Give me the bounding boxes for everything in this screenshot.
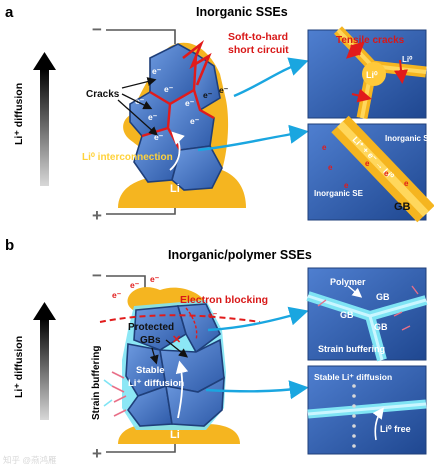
terminal-plus-a: + <box>92 206 102 225</box>
svg-text:e⁻: e⁻ <box>130 280 140 290</box>
label-li0-inset-a1: Li⁰ <box>366 70 378 80</box>
terminal-plus-b: + <box>92 444 102 463</box>
blocked-mark-b: ✕ <box>172 334 181 346</box>
li-diffusion-arrow-b: Li⁺ diffusion <box>13 302 56 420</box>
electrons-b: e⁻ e⁻ e⁻ e⁻ <box>112 274 218 320</box>
svg-text:e⁻: e⁻ <box>154 132 164 142</box>
svg-text:short circuit: short circuit <box>228 44 289 56</box>
inset-stable-diffusion: Stable Li⁺ diffusion Li⁰ free <box>307 365 427 455</box>
label-gb-b2: GB <box>340 310 354 320</box>
inset-tensile-cracks: Li⁰ Li⁰ Tensile cracks <box>307 26 427 120</box>
label-stable-diffusion-b: Stable Li⁺ diffusion <box>128 365 184 389</box>
label-short-circuit-a: Soft-to-hard short circuit <box>228 31 289 56</box>
terminal-minus-a: − <box>92 20 102 39</box>
svg-text:e: e <box>322 143 327 152</box>
svg-text:Protected: Protected <box>128 322 174 333</box>
label-stable-inset: Stable Li⁺ diffusion <box>314 372 392 382</box>
callout-arrow-a2 <box>197 124 309 152</box>
axis-label-li-diffusion-a: Li⁺ diffusion <box>13 83 25 145</box>
label-tensile-cracks: Tensile cracks <box>336 35 405 46</box>
svg-text:e⁻: e⁻ <box>112 290 122 300</box>
label-li-b: Li <box>170 429 180 441</box>
inset-grain-boundary-a: Inorganic SE Inorganic SE Li⁺ + e⁻ → Li⁰… <box>307 115 434 223</box>
strain-arrows-b2 <box>103 379 113 407</box>
label-inorganic-se-2: Inorganic SE <box>314 189 364 198</box>
svg-text:e⁻: e⁻ <box>219 85 229 95</box>
svg-text:e⁻: e⁻ <box>150 274 160 284</box>
crack-pointers-a <box>117 77 158 136</box>
grains-a <box>129 43 223 191</box>
label-gb-b3: GB <box>374 322 388 332</box>
axis-label-li-diffusion-b: Li⁺ diffusion <box>13 336 25 398</box>
label-polymer: Polymer <box>330 277 366 287</box>
electrons-a: e⁻ e⁻ e⁻ e⁻ e⁻ e⁻ e⁻ e⁻ e⁻ <box>135 66 229 142</box>
label-electron-blocking: Electron blocking <box>180 294 268 306</box>
panel-b-letter: b <box>5 237 14 254</box>
watermark: 知乎 @燕鸿雁 <box>3 455 57 465</box>
svg-text:e⁻: e⁻ <box>135 96 145 106</box>
svg-text:e⁻: e⁻ <box>148 112 158 122</box>
label-li-interconnection-a: Li⁰ interconnection <box>82 152 173 163</box>
panel-a-title: Inorganic SSEs <box>196 5 288 19</box>
terminal-minus-b: − <box>92 266 102 285</box>
stable-flow-arrow-b <box>175 360 189 419</box>
svg-text:e⁻: e⁻ <box>164 84 174 94</box>
label-cracks-a: Cracks <box>86 89 120 100</box>
label-li0-inset-a1b: Li⁰ <box>402 55 413 64</box>
label-gb-b1: GB <box>376 292 390 302</box>
svg-text:e: e <box>344 181 349 190</box>
svg-text:GBs: GBs <box>140 335 161 346</box>
label-li-a: Li <box>170 183 180 195</box>
panel-b: b Inorganic/polymer SSEs Li⁺ diffusion S… <box>5 237 428 463</box>
svg-text:e⁻: e⁻ <box>152 66 162 76</box>
panel-b-title: Inorganic/polymer SSEs <box>168 248 312 262</box>
svg-text:e⁻: e⁻ <box>208 310 218 320</box>
crack-flash-a <box>182 39 212 86</box>
strain-arrows-b <box>111 371 127 417</box>
label-gb-a: GB <box>394 201 411 213</box>
svg-text:Stable: Stable <box>136 365 165 376</box>
label-strain-buffering-side: Strain buffering <box>91 346 102 420</box>
electron-block-line-b <box>99 314 261 323</box>
svg-text:e: e <box>384 169 389 178</box>
callout-arrow-b2 <box>205 380 309 400</box>
svg-text:e⁻: e⁻ <box>190 116 200 126</box>
svg-text:Soft-to-hard: Soft-to-hard <box>228 31 288 43</box>
svg-text:e⁻: e⁻ <box>203 90 213 100</box>
blocked-arrow-b <box>185 307 198 341</box>
label-inorganic-se-1: Inorganic SE <box>385 134 434 143</box>
svg-text:e: e <box>404 179 409 188</box>
label-protected-gbs: Protected GBs <box>128 322 174 346</box>
label-strain-buffering-inset: Strain buffering <box>318 344 385 354</box>
inset-polymer-gb: Polymer GB GB GB Strain buffering <box>306 267 428 362</box>
interconnection-arrow-a <box>169 131 185 171</box>
callout-arrow-b1 <box>207 306 309 332</box>
panel-a-letter: a <box>5 4 14 21</box>
svg-text:e: e <box>328 163 333 172</box>
label-li0-free: Li⁰ free <box>380 424 411 434</box>
callout-arrow-a1 <box>233 57 309 98</box>
svg-text:Li⁺ diffusion: Li⁺ diffusion <box>128 378 184 389</box>
panel-a: a Inorganic SSEs Li⁺ diffusion − + <box>5 4 434 225</box>
li-diffusion-arrow-a: Li⁺ diffusion <box>13 52 56 186</box>
svg-text:e: e <box>365 159 370 168</box>
svg-text:e⁻: e⁻ <box>185 98 195 108</box>
protected-pointers-b <box>149 339 189 365</box>
